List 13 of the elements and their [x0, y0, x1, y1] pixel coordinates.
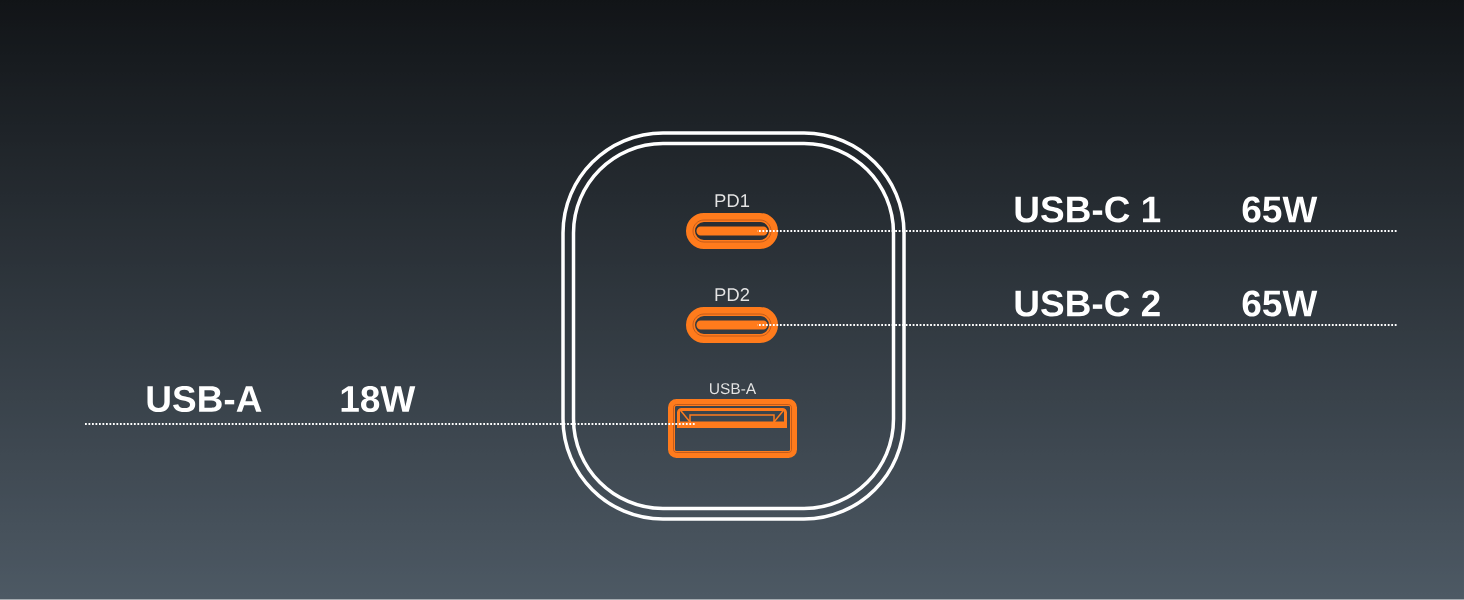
port-label: PD2	[715, 288, 750, 301]
port-name: USB-C 2	[1015, 290, 1160, 317]
power-rating: 65W	[1242, 196, 1318, 223]
leader-line	[756, 324, 1398, 326]
leader-line	[84, 423, 696, 425]
port-name: USB-C 1	[1015, 196, 1161, 223]
charger-outline	[561, 131, 906, 521]
port-label: PD1	[715, 194, 750, 207]
port-name: USB-A	[147, 385, 262, 413]
leader-line	[756, 230, 1398, 232]
power-rating: 18W	[341, 385, 416, 413]
port-label: USB-A	[710, 383, 757, 395]
power-rating: 65W	[1242, 290, 1318, 317]
